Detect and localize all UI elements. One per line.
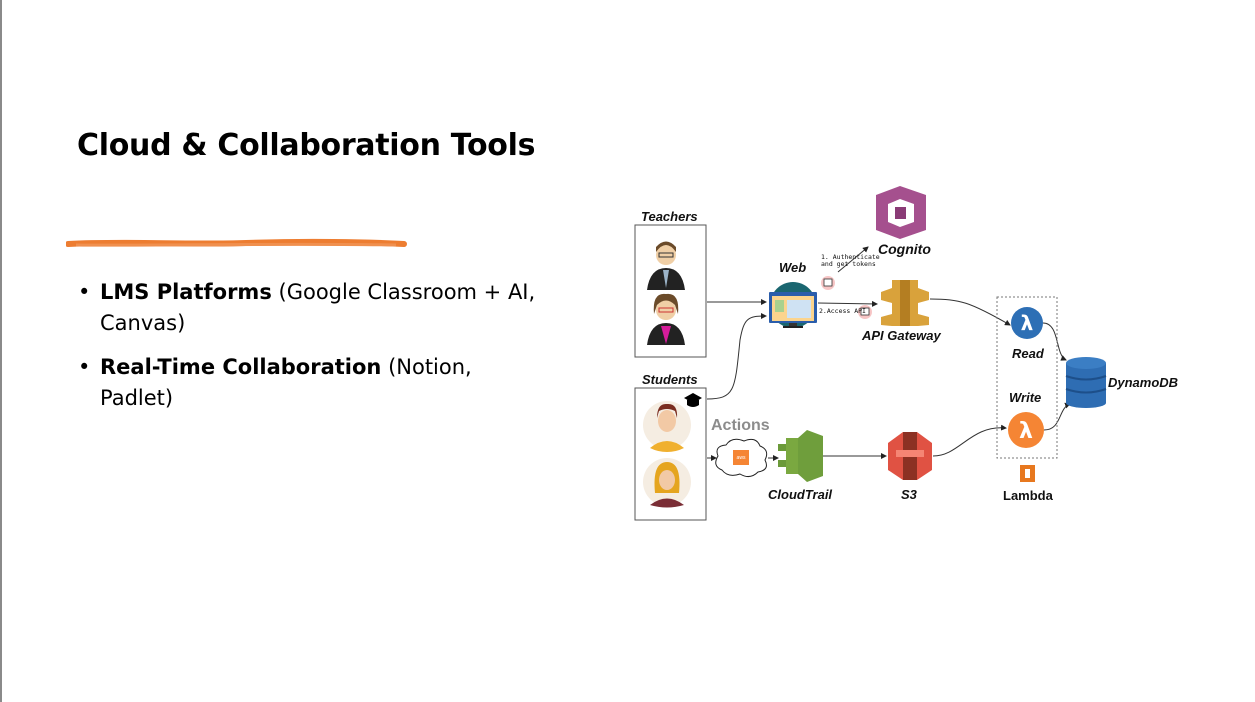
write-lambda-icon [1008,412,1044,448]
student-male-avatar [643,401,691,452]
s3-label: S3 [901,487,918,502]
bullet-list: LMS Platforms (Google Classroom + AI, Ca… [78,277,538,427]
lambda-label: Lambda [1003,488,1054,503]
auth-step-label-1: 1. Authenticate [821,253,880,261]
access-api-label: 2.Access API [819,307,866,315]
aws-cloud-icon: aws [715,438,768,478]
student-female-avatar [643,458,691,508]
aws-logo-text: aws [737,455,746,461]
write-lambda-symbol: λ [1019,419,1033,444]
read-label: Read [1012,346,1045,361]
read-lambda-symbol: λ [1021,311,1034,335]
graduation-cap-icon [684,393,702,407]
s3-icon [888,432,932,480]
teachers-label: Teachers [641,209,698,224]
read-lambda-icon [1011,307,1043,339]
write-label: Write [1009,390,1041,405]
web-label: Web [779,260,806,275]
cognito-icon [876,186,926,239]
dynamodb-label: DynamoDB [1108,375,1178,390]
lambda-group-box [996,296,1058,459]
token-icon-api [858,305,872,319]
bullet-lms: LMS Platforms (Google Classroom + AI, Ca… [78,277,538,339]
dynamodb-icon [1065,357,1107,408]
api-gateway-label: API Gateway [861,328,942,343]
actions-label: Actions [711,417,770,434]
cloudtrail-label: CloudTrail [768,487,832,502]
web-monitor-icon [769,282,817,328]
api-gateway-icon [881,280,929,326]
lambda-small-icon [1020,465,1035,482]
cloudtrail-icon [778,430,823,482]
token-icon-auth [821,276,835,290]
cognito-label: Cognito [878,241,931,257]
title-underline-brush [66,238,407,247]
teacher-male-icon [647,241,685,290]
slide-edge [0,0,2,702]
auth-step-label-2: and get tokens [821,260,876,268]
connectors [706,246,1071,461]
students-label: Students [642,372,698,387]
teacher-female-icon [647,293,685,345]
bullet-collaboration: Real-Time Collaboration (Notion, Padlet) [78,352,538,414]
slide-title: Cloud & Collaboration Tools [77,128,536,163]
